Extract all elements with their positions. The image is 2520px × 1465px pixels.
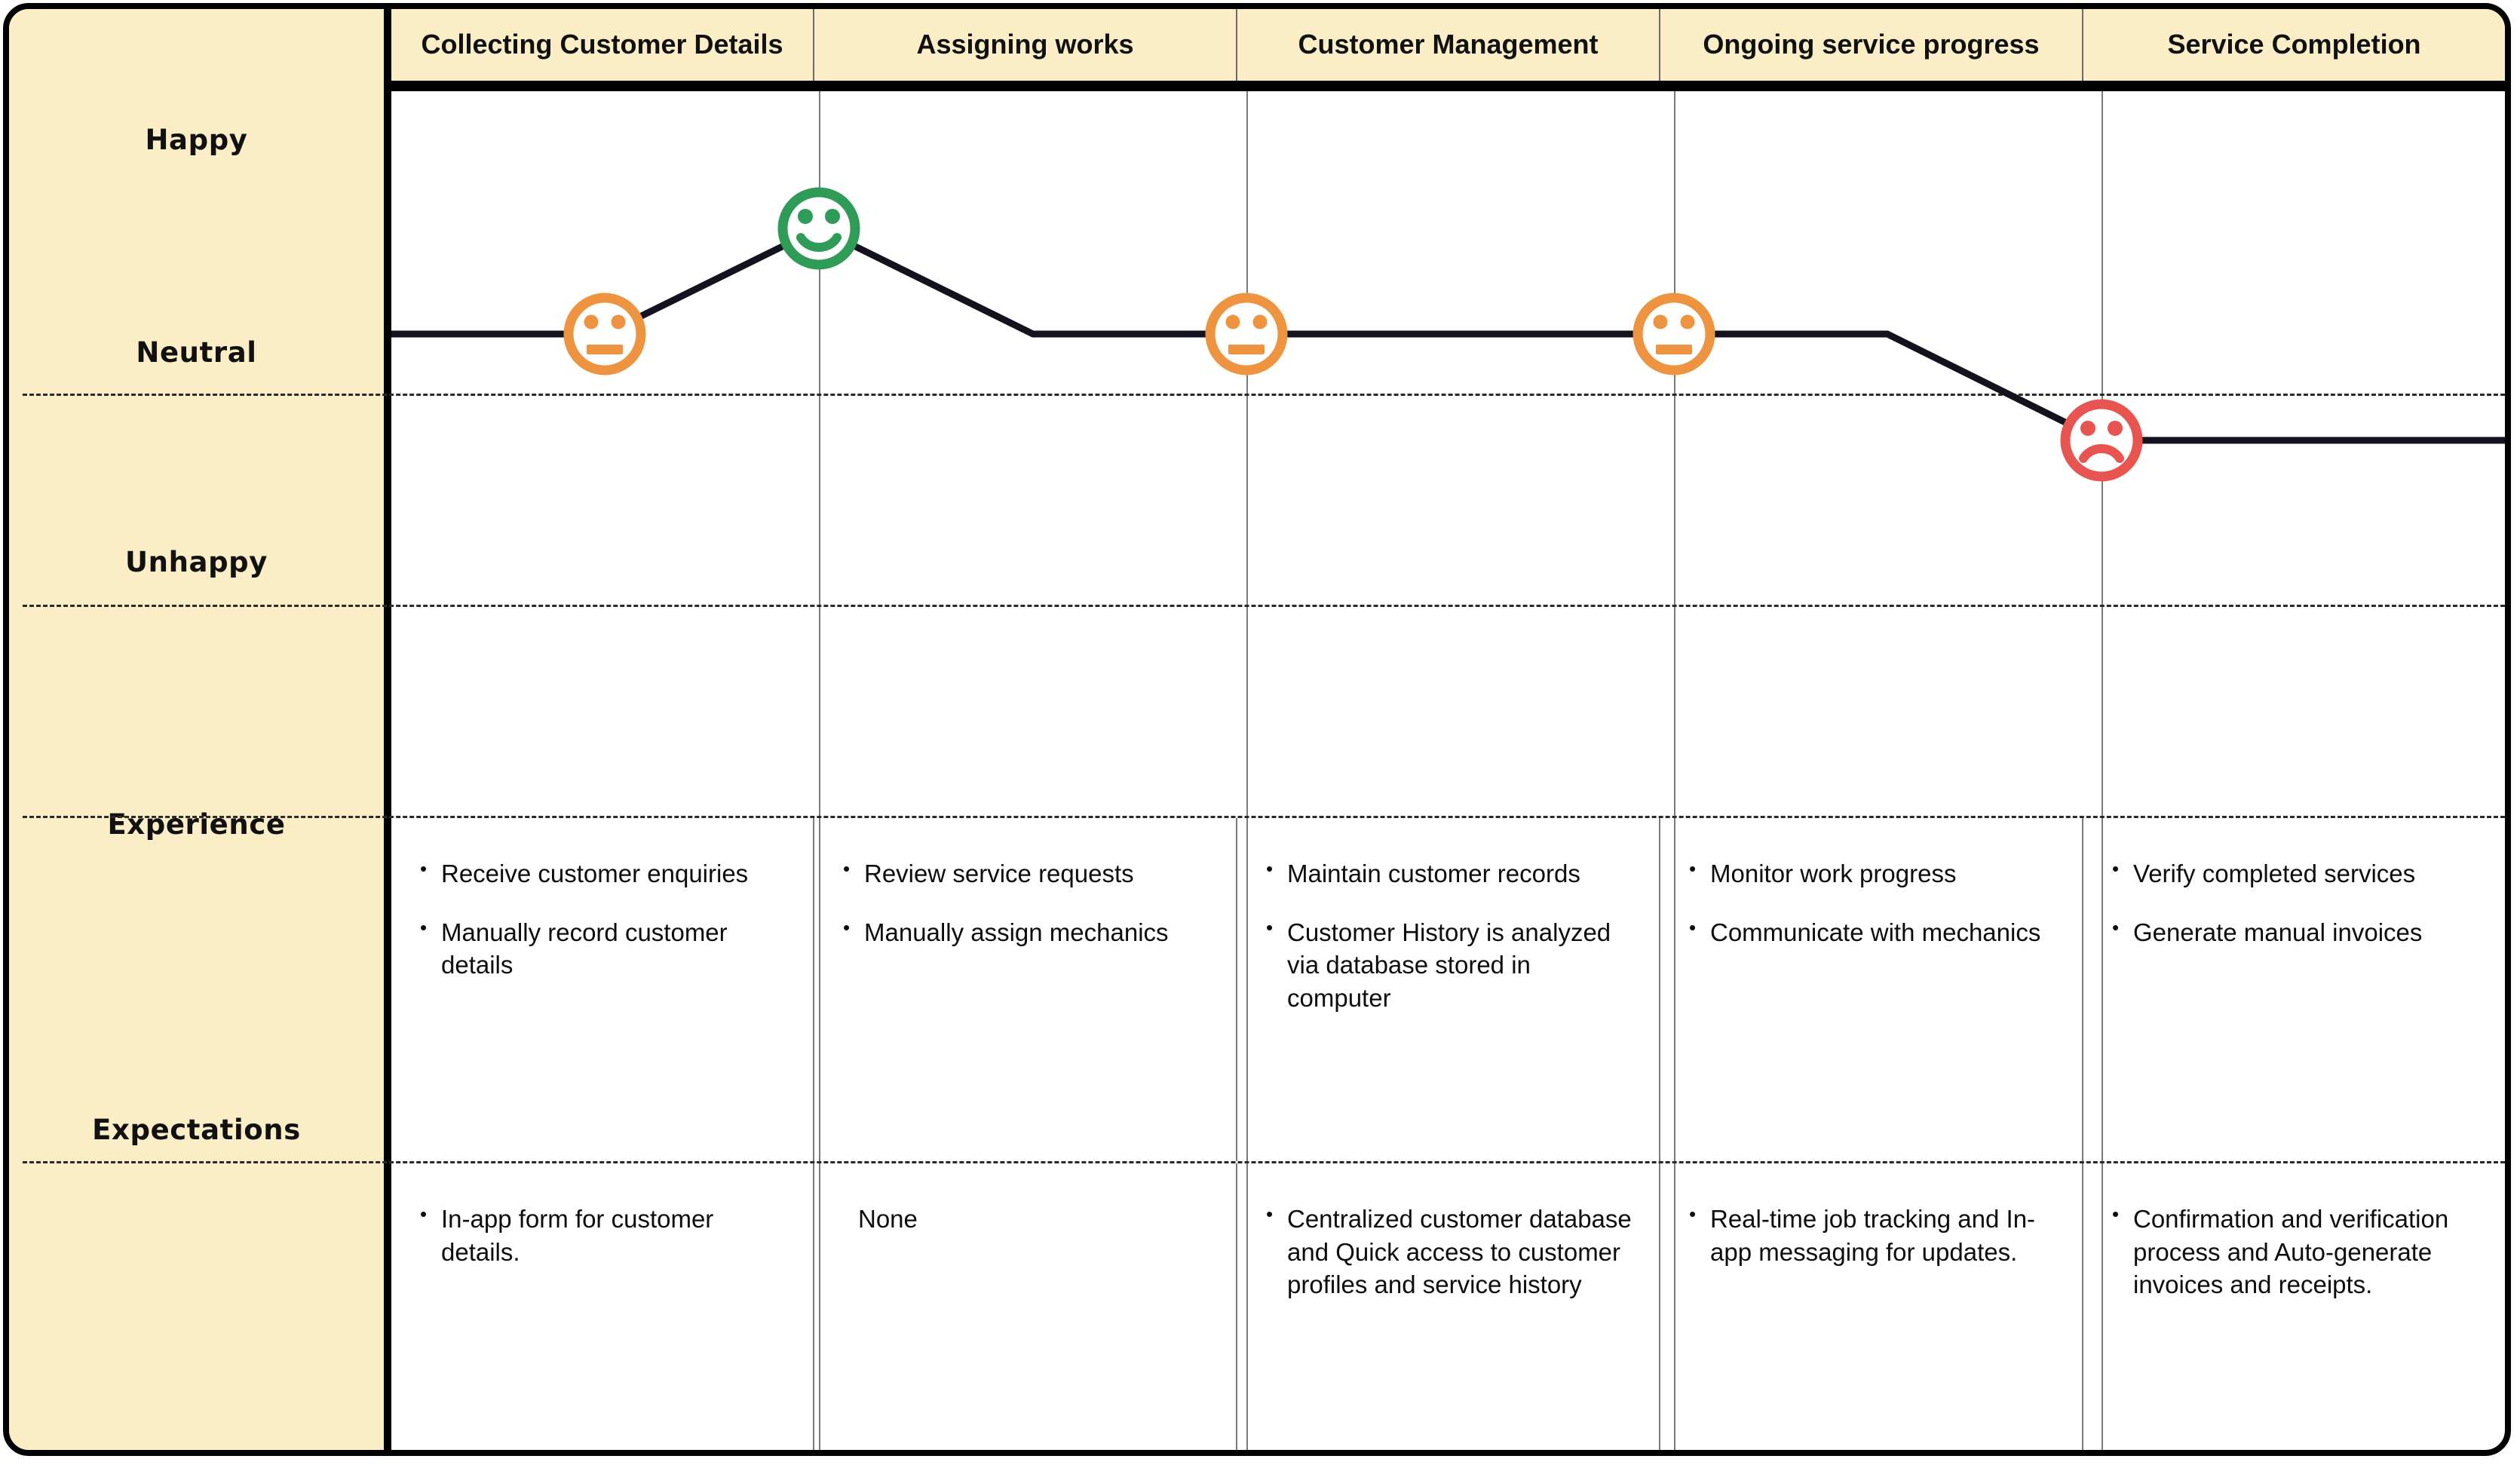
list-item: Communicate with mechanics [1688,915,2059,949]
stage-header-assigning-works[interactable]: Assigning works [814,9,1237,81]
experience-row: Receive customer enquiries Manually reco… [391,818,2505,1161]
stage-header-label: Service Completion [2167,29,2421,60]
bullet-list: Confirmation and verification process an… [2111,1201,2482,1301]
list-item: Confirmation and verification process an… [2111,1201,2482,1301]
bullet-list: Centralized customer database and Quick … [1265,1201,1636,1301]
column-divider-2 [1246,91,1248,1450]
stage-header-collecting-customer-details[interactable]: Collecting Customer Details [391,9,814,81]
sidebar-item-happy: Happy [145,124,248,156]
expectations-cell-1: In-app form for customer details. [391,1163,814,1450]
list-item: Real-time job tracking and In-app messag… [1688,1201,2059,1268]
sidebar-item-neutral: Neutral [136,336,257,369]
expectations-cell-3: Centralized customer database and Quick … [1237,1163,1660,1450]
grid-body [391,91,2505,1450]
emotion-axis-sidebar: Happy Neutral Unhappy Experience Expecta… [9,9,384,1450]
stage-header-label: Collecting Customer Details [421,29,783,60]
experience-cell-4: Monitor work progress Communicate with m… [1660,818,2083,1161]
bullet-list: In-app form for customer details. [418,1201,790,1268]
bullet-list: Receive customer enquiries Manually reco… [418,856,790,982]
column-divider-4 [2102,91,2103,1450]
sidebar-divider [384,9,391,1450]
bullet-list: Verify completed services Generate manua… [2111,856,2482,949]
list-item: Centralized customer database and Quick … [1265,1201,1636,1301]
expectations-row: In-app form for customer details. None C… [391,1163,2505,1450]
experience-cell-3: Maintain customer records Customer Histo… [1237,818,1660,1161]
expectations-cell-5: Confirmation and verification process an… [2083,1163,2505,1450]
column-divider-3 [1674,91,1675,1450]
sidebar-item-expectations: Expectations [92,1114,301,1146]
stage-header-label: Ongoing service progress [1703,29,2040,60]
experience-cell-5: Verify completed services Generate manua… [2083,818,2505,1161]
row-divider-happy-neutral [23,394,2505,396]
list-item: Customer History is analyzed via databas… [1265,915,1636,1015]
list-item: Manually assign mechanics [842,915,1213,949]
list-item: Monitor work progress [1688,856,2059,890]
list-item: Generate manual invoices [2111,915,2482,949]
stage-header-ongoing-service-progress[interactable]: Ongoing service progress [1660,9,2083,81]
list-item: None [858,1205,918,1233]
list-item: In-app form for customer details. [418,1201,790,1268]
expectations-cell-4: Real-time job tracking and In-app messag… [1660,1163,2083,1450]
row-divider-unhappy-experience [23,816,2505,818]
bullet-list: Real-time job tracking and In-app messag… [1688,1201,2059,1268]
list-item: Manually record customer details [418,915,790,982]
stage-header-label: Assigning works [916,29,1134,60]
sidebar-item-experience: Experience [107,808,286,841]
journey-map-frame: Happy Neutral Unhappy Experience Expecta… [3,3,2511,1456]
stage-header-label: Customer Management [1298,29,1599,60]
bullet-list: None [842,1203,1213,1236]
list-item: Verify completed services [2111,856,2482,890]
sidebar-item-unhappy: Unhappy [125,546,268,578]
bullet-list: Maintain customer records Customer Histo… [1265,856,1636,1015]
stage-header-service-completion[interactable]: Service Completion [2083,9,2505,81]
row-divider-experience-expectations [23,1161,2505,1163]
expectations-cell-2: None [814,1163,1237,1450]
column-divider-1 [819,91,820,1450]
stage-header-row: Collecting Customer Details Assigning wo… [391,9,2505,81]
stage-header-customer-management[interactable]: Customer Management [1237,9,1660,81]
experience-cell-1: Receive customer enquiries Manually reco… [391,818,814,1161]
list-item: Receive customer enquiries [418,856,790,890]
experience-cell-2: Review service requests Manually assign … [814,818,1237,1161]
bullet-list: Review service requests Manually assign … [842,856,1213,949]
bullet-list: Monitor work progress Communicate with m… [1688,856,2059,949]
row-divider-neutral-unhappy [23,605,2505,607]
header-underline [391,81,2505,91]
list-item: Review service requests [842,856,1213,890]
list-item: Maintain customer records [1265,856,1636,890]
